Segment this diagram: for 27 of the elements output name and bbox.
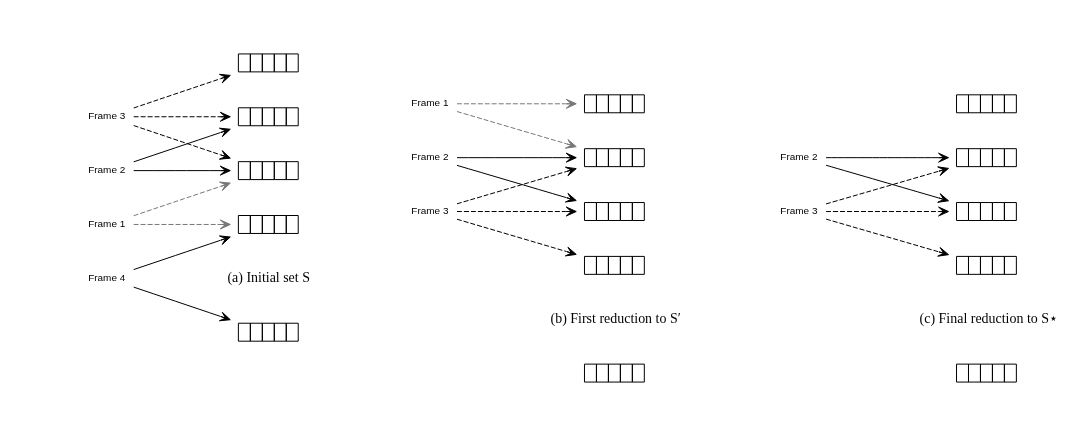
node-text: Frame 1 — [88, 217, 126, 229]
arrow — [133, 219, 231, 230]
arrow — [456, 206, 577, 217]
label: (a) Initial set S — [227, 270, 310, 286]
node-text: Frame 3 — [411, 205, 449, 217]
arrow — [456, 111, 577, 149]
arrow — [456, 152, 577, 163]
node-text: Frame 2 — [780, 151, 818, 163]
arrow — [133, 181, 231, 217]
arrow — [456, 218, 577, 257]
arrow — [825, 206, 949, 217]
label: (c) Final reduction to S⋆ — [919, 310, 1059, 326]
node-text: Frame 3 — [88, 110, 126, 122]
arrow — [133, 111, 231, 122]
arrow — [133, 165, 231, 176]
arrow — [825, 218, 949, 257]
node-text: Frame 3 — [780, 205, 818, 217]
arrow — [133, 73, 231, 109]
label: (b) First reduction to S′ — [550, 310, 681, 326]
arrow — [133, 235, 231, 271]
node-text: Frame 2 — [411, 151, 449, 163]
arrow — [133, 286, 231, 322]
arrow — [825, 152, 949, 163]
arrow — [456, 98, 577, 109]
node-text: Frame 4 — [88, 271, 126, 283]
node-text: Frame 1 — [411, 97, 449, 109]
node-text: Frame 2 — [88, 164, 126, 176]
